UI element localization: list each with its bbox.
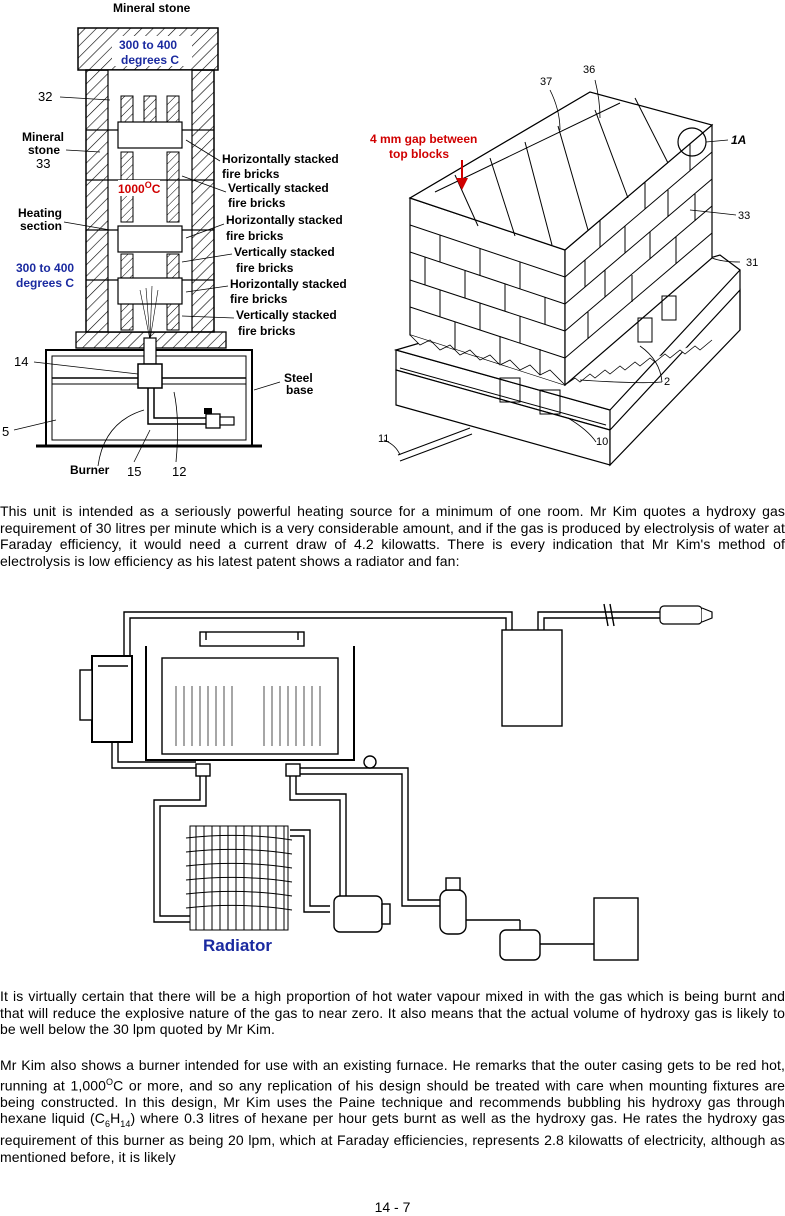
label-stack-4a: Vertically stacked [234,245,335,259]
label-mineral-stone-side-2: stone [28,143,61,157]
label-temp-side-2: degrees C [16,276,75,290]
label-stack-3b: fire bricks [226,229,284,243]
paragraph-3-part2: C or more, and so any replication of his… [0,1077,785,1127]
ref-14: 14 [14,354,29,369]
label-mineral-stone-side-1: Mineral [22,130,65,144]
label-burner: Burner [70,463,110,477]
label-stack-1a: Horizontally stacked [222,152,339,166]
ref-37: 37 [540,76,553,88]
ref-5: 5 [2,424,10,439]
label-stack-1b: fire bricks [222,167,280,181]
center-temp-value: 1000 [118,182,145,196]
ref-15: 15 [127,464,142,479]
label-mineral-stone-top: Mineral stone [113,1,191,15]
label-heating-2: section [20,219,63,233]
paragraph-3-part1: Mr Kim also shows a burner intended for … [0,1057,785,1094]
ref-33-fig1: 33 [36,156,51,171]
furnace-column [85,69,215,333]
label-temp-top-2: degrees C [121,53,180,67]
label-radiator: Radiator [203,936,272,955]
paragraph-2: It is virtually certain that there will … [0,988,785,1037]
label-temp-top-1: 300 to 400 [119,38,178,52]
label-gap-1: 4 mm gap between [370,132,478,146]
ref-10: 10 [596,436,609,448]
label-stack-6b: fire bricks [238,324,296,338]
ref-1A: 1A [731,133,747,147]
ref-32: 32 [38,89,53,104]
label-gap-2: top blocks [389,147,450,161]
hexane-h: H [110,1110,121,1127]
hexane-sub-6: 6 [104,1118,111,1129]
ref-11: 11 [378,433,390,445]
ref-36: 36 [583,64,596,76]
label-stack-2a: Vertically stacked [228,181,329,195]
steel-base [45,349,253,447]
label-stack-3a: Horizontally stacked [226,213,343,227]
label-heating-1: Heating [18,206,63,220]
paragraph-3-part3: ) where 0.3 litres of hexane per hour ge… [0,1110,785,1165]
label-steel-base-2: base [286,383,314,397]
degree-sup: O [106,1076,114,1087]
ref-12: 12 [172,464,187,479]
label-center-temp: 1000OC [118,180,161,196]
paragraph-3: Mr Kim also shows a burner intended for … [0,1057,785,1165]
label-stack-5b: fire bricks [230,292,288,306]
ref-2: 2 [664,376,671,388]
page-number: 14 - 7 [374,1199,411,1215]
label-temp-side-1: 300 to 400 [16,261,75,275]
center-temp-sup: O [144,180,152,190]
center-temp-unit: C [151,182,161,196]
label-stack-6a: Vertically stacked [236,308,337,322]
paragraph-1: This unit is intended as a seriously pow… [0,503,785,569]
hexane-sub-14: 14 [120,1118,131,1129]
ref-31: 31 [746,257,759,269]
label-stack-4b: fire bricks [236,261,294,275]
ref-33-fig2: 33 [738,210,751,222]
label-steel-base-1: Steel [284,371,313,385]
label-stack-5a: Horizontally stacked [230,277,347,291]
label-stack-2b: fire bricks [228,196,286,210]
